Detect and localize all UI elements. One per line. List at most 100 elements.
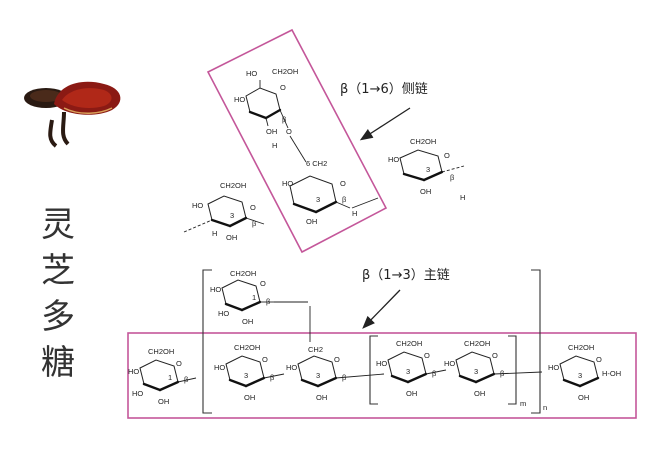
atom-label: CH2OH	[220, 181, 246, 190]
atom-label: CH2	[308, 345, 323, 354]
atom-label: HO	[192, 201, 203, 210]
atom-label: HO	[214, 363, 225, 372]
atom-label: 1	[168, 373, 172, 382]
atom-label: β	[266, 297, 271, 306]
atom-label: O	[262, 355, 268, 364]
side-chain-frame	[206, 28, 388, 254]
atom-label: CH2OH	[396, 339, 422, 348]
upper-right-glucose: CH2OH HO O 3 β OH H	[388, 137, 465, 202]
atom-label: β	[270, 373, 275, 382]
atom-label: O	[492, 351, 498, 360]
atom-label: 3	[474, 367, 478, 376]
atom-label: OH	[474, 389, 485, 398]
title-char-2: 芝	[41, 251, 75, 291]
atom-label: CH2OH	[230, 269, 256, 278]
atom-label: HO	[218, 309, 229, 318]
atom-label: 3	[316, 371, 320, 380]
atom-label: CH2OH	[148, 347, 174, 356]
atom-label: 6 CH2	[306, 159, 327, 168]
side-chain-glucose: HO CH2OH O HO OH β O H	[234, 67, 307, 163]
atom-label: β	[432, 369, 437, 378]
atom-label: HO	[286, 363, 297, 372]
atom-label: 3	[230, 211, 234, 220]
atom-label: CH2OH	[568, 343, 594, 352]
repeat-brackets: m n	[202, 269, 547, 414]
atom-label: HO	[388, 155, 399, 164]
atom-label: O	[260, 279, 266, 288]
atom-label: HO	[210, 285, 221, 294]
atom-label: OH	[244, 393, 255, 402]
upper-left-glucose: CH2OH HO 3 O β OH H	[183, 181, 265, 242]
side-chain-arrow	[359, 107, 411, 141]
atom-label: CH2OH	[272, 67, 298, 76]
atom-label: O	[340, 179, 346, 188]
atom-label: H-OH	[602, 369, 621, 378]
atom-label: HO	[376, 359, 387, 368]
main-chain-frame	[127, 332, 637, 419]
upper-middle-glucose: 6 CH2 HO O 3 β OH H	[282, 159, 379, 226]
atom-label: HO	[246, 69, 257, 78]
atom-label: OH	[578, 393, 589, 402]
side-chain-annotation: β（1→6）侧链	[340, 82, 428, 141]
title-char-3: 多	[41, 297, 75, 337]
main-chain-glucose-5: CH2OH HO O 3 β OH	[444, 339, 543, 398]
atom-label: HO	[548, 363, 559, 372]
repeat-n-label: n	[543, 403, 547, 412]
reishi-mushroom-icon	[24, 81, 121, 148]
atom-label: HO	[282, 179, 293, 188]
atom-label: CH2OH	[234, 343, 260, 352]
atom-label: H	[460, 193, 465, 202]
atom-label: O	[250, 203, 256, 212]
atom-label: HO	[132, 389, 143, 398]
atom-label: O	[444, 151, 450, 160]
atom-label: OH	[266, 127, 277, 136]
main-chain-glucose-terminal: CH2OH HO O 3 H-OH OH	[548, 343, 621, 402]
atom-label: 3	[244, 371, 248, 380]
atom-label: OH	[242, 317, 253, 326]
main-chain-glucose-3: CH2 HO O 3 β OH	[286, 345, 385, 402]
atom-label: O	[424, 351, 430, 360]
atom-label: β	[252, 219, 257, 228]
atom-label: 3	[316, 195, 320, 204]
main-chain-annotation: β（1→3）主链	[362, 268, 450, 329]
repeat-m-label: m	[520, 399, 526, 408]
atom-label: OH	[158, 397, 169, 406]
title-char-4: 糖	[41, 343, 75, 383]
atom-label: OH	[316, 393, 327, 402]
atom-label: O	[176, 359, 182, 368]
atom-label: β	[184, 375, 189, 384]
atom-label: O	[334, 355, 340, 364]
atom-label: 3	[406, 367, 410, 376]
atom-label: HO	[444, 359, 455, 368]
atom-label: 1	[252, 293, 256, 302]
atom-label: HO	[234, 95, 245, 104]
main-chain-glucose-2: CH2OH HO O 3 β OH	[214, 343, 285, 402]
atom-label: OH	[420, 187, 431, 196]
atom-label: β	[342, 195, 347, 204]
atom-label: O	[280, 83, 286, 92]
main-chain-glucose-4: CH2OH HO O 3 β OH	[376, 339, 447, 398]
atom-label: H	[212, 229, 217, 238]
atom-label: 3	[578, 371, 582, 380]
atom-label: OH	[406, 389, 417, 398]
atom-label: HO	[128, 367, 139, 376]
atom-label: H	[272, 141, 277, 150]
main-chain-label: β（1→3）主链	[362, 268, 450, 283]
atom-label: O	[596, 355, 602, 364]
title-char-1: 灵	[41, 205, 75, 245]
vertical-title: 灵 芝 多 糖	[41, 205, 75, 383]
atom-label: CH2OH	[464, 339, 490, 348]
main-chain-arrow	[362, 289, 401, 329]
main-chain-branch-glucose: CH2OH HO O 1 β HO OH	[210, 269, 311, 342]
atom-label: OH	[306, 217, 317, 226]
atom-label: OH	[226, 233, 237, 242]
atom-label: O	[286, 127, 292, 136]
main-chain-glucose-1: CH2OH HO O 1 β HO OH	[128, 347, 197, 406]
atom-label: β	[450, 173, 455, 182]
atom-label: H	[352, 209, 357, 218]
atom-label: 3	[426, 165, 430, 174]
atom-label: CH2OH	[410, 137, 436, 146]
side-chain-label: β（1→6）侧链	[340, 82, 428, 97]
